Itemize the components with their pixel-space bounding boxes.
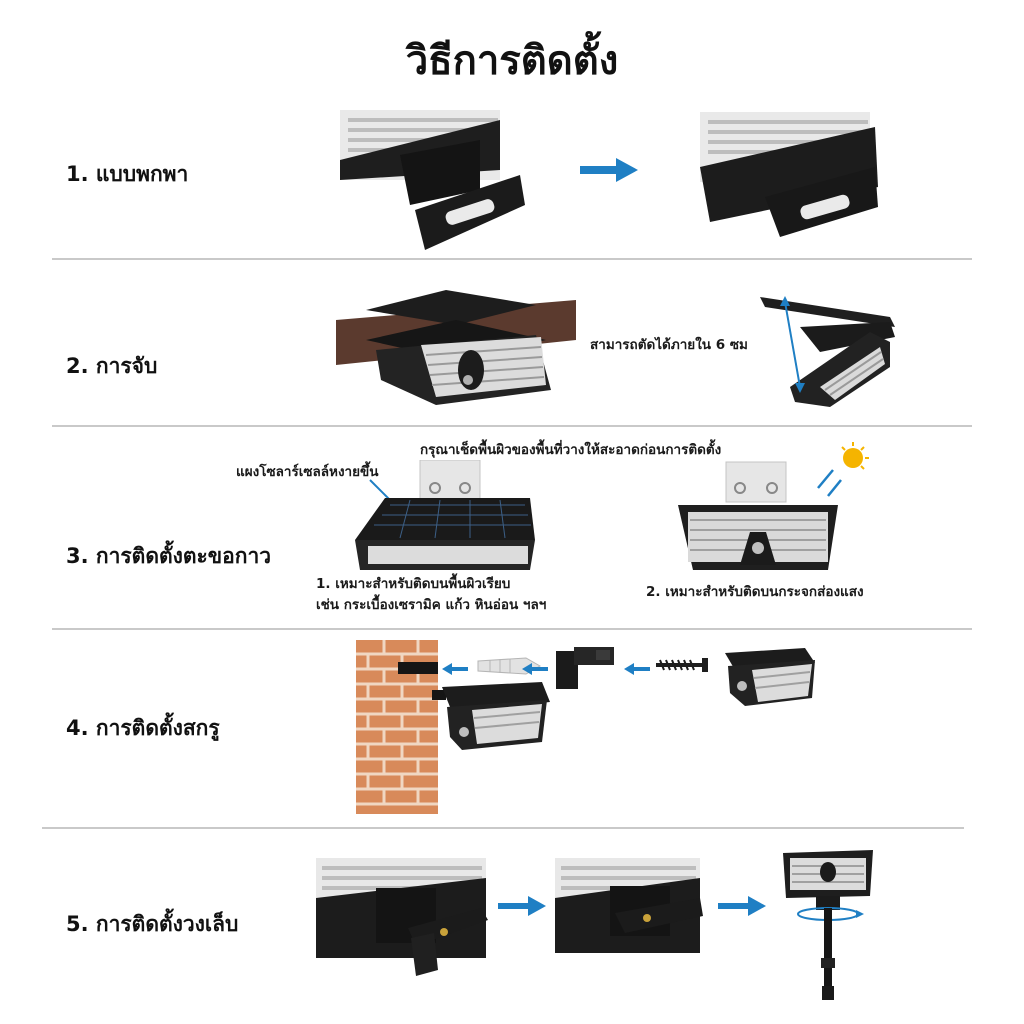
bracket-assembled-image <box>555 858 705 958</box>
page-title: วิธีการติดตั้ง <box>405 38 619 84</box>
clamp-side-view-image <box>760 292 910 412</box>
divider <box>42 827 964 829</box>
section-1-label: 1. แบบพกพา <box>66 162 189 186</box>
clamp-on-pipe-image <box>336 285 576 410</box>
divider <box>52 628 972 630</box>
arrow-left-icon <box>522 660 548 679</box>
section-3-label: 3. การติดตั้งตะขอกาว <box>66 544 272 568</box>
arrow-right-icon <box>718 896 768 920</box>
portable-stand-assembled-image <box>700 112 880 242</box>
smooth-surface-note: 1. เหมาะสำหรับติดบนพื้นผิวเรียบ <box>316 576 511 592</box>
arrow-left-icon <box>624 660 650 679</box>
divider <box>52 258 972 260</box>
smooth-surface-examples-note: เช่น กระเบื้องเซรามิค แก้ว หินอ่อน ฯลฯ <box>316 597 547 613</box>
clamp-size-note: สามารถตัดได้ภายใน 6 ซม <box>590 337 748 353</box>
section-5-label: 5. การติดตั้งวงเล็บ <box>66 912 239 936</box>
arrow-right-icon <box>498 896 548 920</box>
wall-bracket-image <box>556 645 616 690</box>
arrow-right-icon <box>580 158 640 186</box>
bracket-parts-image <box>316 858 496 978</box>
solar-panel-up-note: แผงโซลาร์เซลล์หงายขึ้น <box>236 464 379 480</box>
portable-stand-parts-image <box>340 110 530 250</box>
window-glass-note: 2. เหมาะสำหรับติดบนกระจกส่องแสง <box>646 584 864 600</box>
light-mounted-on-wall-image <box>432 682 552 752</box>
arrow-left-icon <box>442 660 468 679</box>
divider <box>52 425 972 427</box>
adhesive-hook-window-image <box>678 440 878 580</box>
light-on-pole-image <box>778 848 878 1000</box>
brick-wall-image <box>356 640 438 814</box>
light-with-mount-image <box>720 648 820 708</box>
section-4-label: 4. การติดตั้งสกรู <box>66 716 220 740</box>
clean-surface-note: กรุณาเช็ดพื้นผิวของพื้นที่วางให้สะอาดก่อ… <box>420 442 722 458</box>
adhesive-hook-smooth-surface-image <box>350 460 540 580</box>
screw-image <box>656 655 712 675</box>
section-2-label: 2. การจับ <box>66 354 158 378</box>
